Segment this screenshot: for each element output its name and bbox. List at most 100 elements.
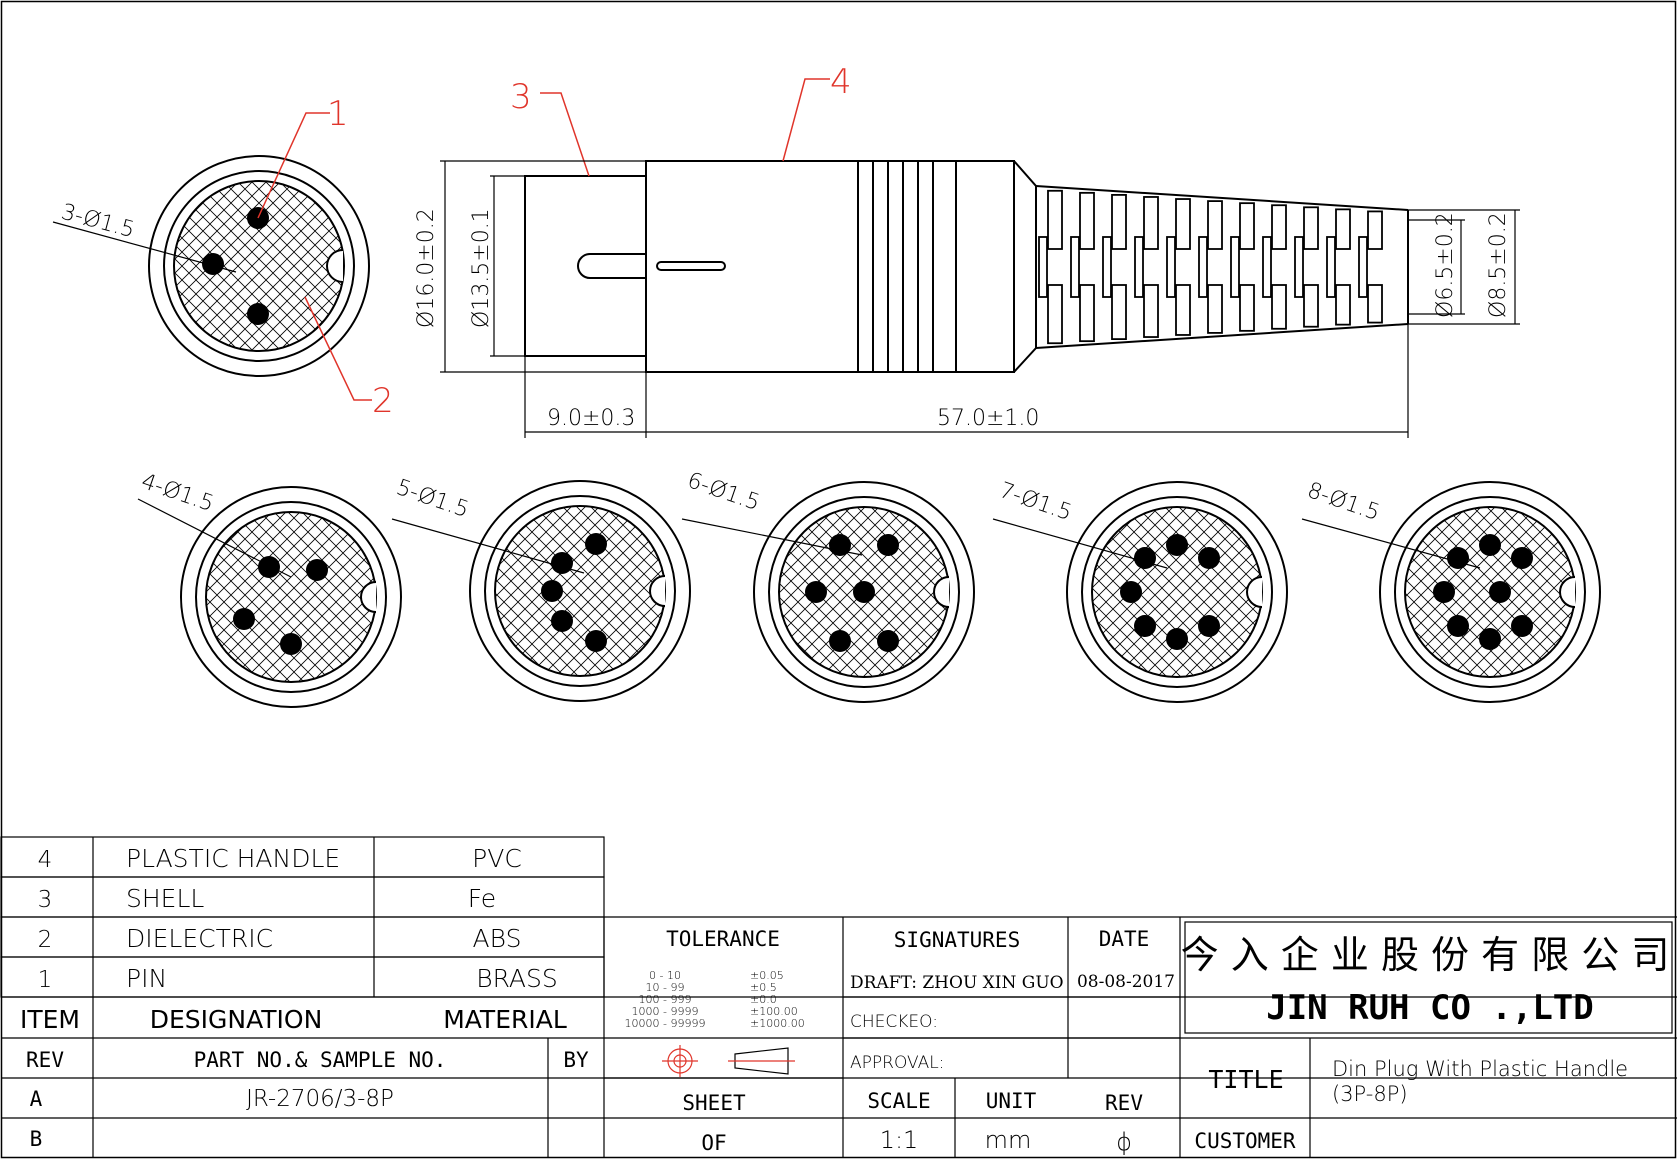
pin: [1166, 628, 1188, 650]
company-name-english: JIN RUH CO .,LTD: [1266, 988, 1594, 1028]
tolerance-range: 10000 - 99999: [625, 1017, 706, 1030]
rev-b: B: [30, 1127, 43, 1151]
front-view-3p: 3-Ø1.5 1 2: [52, 94, 394, 421]
pin: [1166, 534, 1188, 556]
bom-material-4: PVC: [472, 844, 522, 873]
pin: [853, 581, 875, 603]
pin: [1447, 547, 1469, 569]
side-view: [524, 160, 1409, 373]
checked-label: CHECKEO:: [850, 1012, 938, 1032]
balloon-4: 4: [830, 62, 852, 102]
dimension-lines: [440, 160, 1520, 438]
bom-designation-3: SHELL: [126, 884, 204, 913]
pin: [1511, 615, 1533, 637]
bom-designation-4: PLASTIC HANDLE: [126, 844, 340, 873]
rev-value: ϕ: [1116, 1128, 1132, 1156]
pin: [1479, 628, 1501, 650]
part-number-a: JR-2706/3-8P: [246, 1086, 394, 1112]
tolerance-title: TOLERANCE: [666, 927, 780, 951]
dim-diameter-8-5: Ø8.5±0.2: [1486, 212, 1511, 318]
balloon-2: 2: [372, 381, 394, 421]
dim-length-57: 57.0±1.0: [937, 406, 1039, 431]
bom-item-1: 1: [38, 967, 53, 993]
pin: [541, 580, 563, 602]
pin: [829, 630, 851, 652]
pin: [829, 534, 851, 556]
front-view-pin-layout: 6-Ø1.5: [681, 468, 975, 703]
bom-header-designation: DESIGNATION: [150, 1005, 323, 1034]
pin-callout: 4-Ø1.5: [138, 469, 217, 517]
company-name-chinese: 今 入 企 业 股 份 有 限 公 司: [1181, 933, 1670, 977]
customer-label: CUSTOMER: [1194, 1129, 1296, 1153]
tapered-cone-icon: [728, 1047, 795, 1075]
title-block-grid: [0, 836, 1677, 1158]
drawing-title: Din Plug With Plastic Handle: [1332, 1057, 1628, 1081]
pin: [585, 533, 607, 555]
pin: [1433, 581, 1455, 603]
front-view-pin-layout: 7-Ø1.5: [992, 478, 1288, 703]
pin: [1479, 534, 1501, 556]
pin-callout: 3-Ø1.5: [58, 200, 137, 244]
tolerance-range: 10 - 99: [646, 981, 685, 994]
pin-callout: 7-Ø1.5: [996, 478, 1075, 526]
bom-item-4: 4: [38, 847, 53, 873]
draft-date: 08-08-2017: [1077, 972, 1175, 992]
pin: [551, 610, 573, 632]
bom-header-item: ITEM: [20, 1005, 80, 1034]
crosshair-circle-icon: [662, 1045, 698, 1077]
tolerance-range: 1000 - 9999: [632, 1005, 699, 1018]
tolerance-value: ±1000.00: [750, 1017, 805, 1030]
pin: [1134, 547, 1156, 569]
part-number-header: PART NO.& SAMPLE NO.: [194, 1048, 447, 1072]
approval-label: APPROVAL:: [850, 1053, 944, 1073]
pin: [233, 608, 255, 630]
pin: [1198, 615, 1220, 637]
bom-material-1: BRASS: [476, 964, 558, 993]
pin-callout: 5-Ø1.5: [393, 475, 472, 523]
tolerance-value: ±0.0: [750, 993, 777, 1006]
tolerance-value: ±0.05: [750, 969, 784, 982]
bom-material-3: Fe: [468, 884, 496, 913]
bom-material-2: ABS: [473, 924, 522, 953]
draft-signature: DRAFT: ZHOU XIN GUO: [850, 973, 1064, 993]
front-view-pin-layout: 8-Ø1.5: [1301, 478, 1601, 703]
scale-value: 1:1: [880, 1126, 919, 1154]
rev-a: A: [30, 1087, 43, 1111]
balloon-3: 3: [510, 77, 532, 117]
drawing-subtitle: (3P-8P): [1332, 1082, 1408, 1106]
scale-label: SCALE: [867, 1089, 930, 1113]
dim-diameter-6-5: Ø6.5±0.2: [1433, 212, 1458, 318]
pin: [877, 534, 899, 556]
bom-designation-2: DIELECTRIC: [126, 924, 273, 953]
dim-length-9: 9.0±0.3: [547, 406, 635, 431]
pin: [551, 552, 573, 574]
pin: [805, 581, 827, 603]
title-label: TITLE: [1208, 1065, 1283, 1094]
of-label: OF: [701, 1131, 726, 1155]
tolerance-value: ±100.00: [750, 1005, 798, 1018]
pin: [280, 633, 302, 655]
pin: [1489, 581, 1511, 603]
pin: [1198, 547, 1220, 569]
unit-value: mm: [985, 1126, 1032, 1154]
pin-callout: 8-Ø1.5: [1304, 478, 1383, 526]
by-header: BY: [563, 1048, 589, 1072]
pin: [585, 630, 607, 652]
balloon-1: 1: [327, 94, 349, 134]
bom-designation-1: PIN: [126, 964, 167, 993]
unit-label: UNIT: [986, 1089, 1037, 1113]
pin: [1447, 615, 1469, 637]
tolerance-range: 100 - 999: [639, 993, 692, 1006]
tolerance-value: ±0.5: [750, 981, 777, 994]
front-view-pin-layout: 5-Ø1.5: [391, 475, 691, 702]
pin: [1134, 615, 1156, 637]
dim-diameter-13-5: Ø13.5±0.1: [469, 208, 494, 328]
pin: [258, 556, 280, 578]
tolerance-range: 0 - 10: [649, 969, 681, 982]
pin: [202, 253, 224, 275]
pin-callout: 6-Ø1.5: [684, 468, 763, 516]
bom-item-2: 2: [38, 927, 53, 953]
pin: [1120, 581, 1142, 603]
